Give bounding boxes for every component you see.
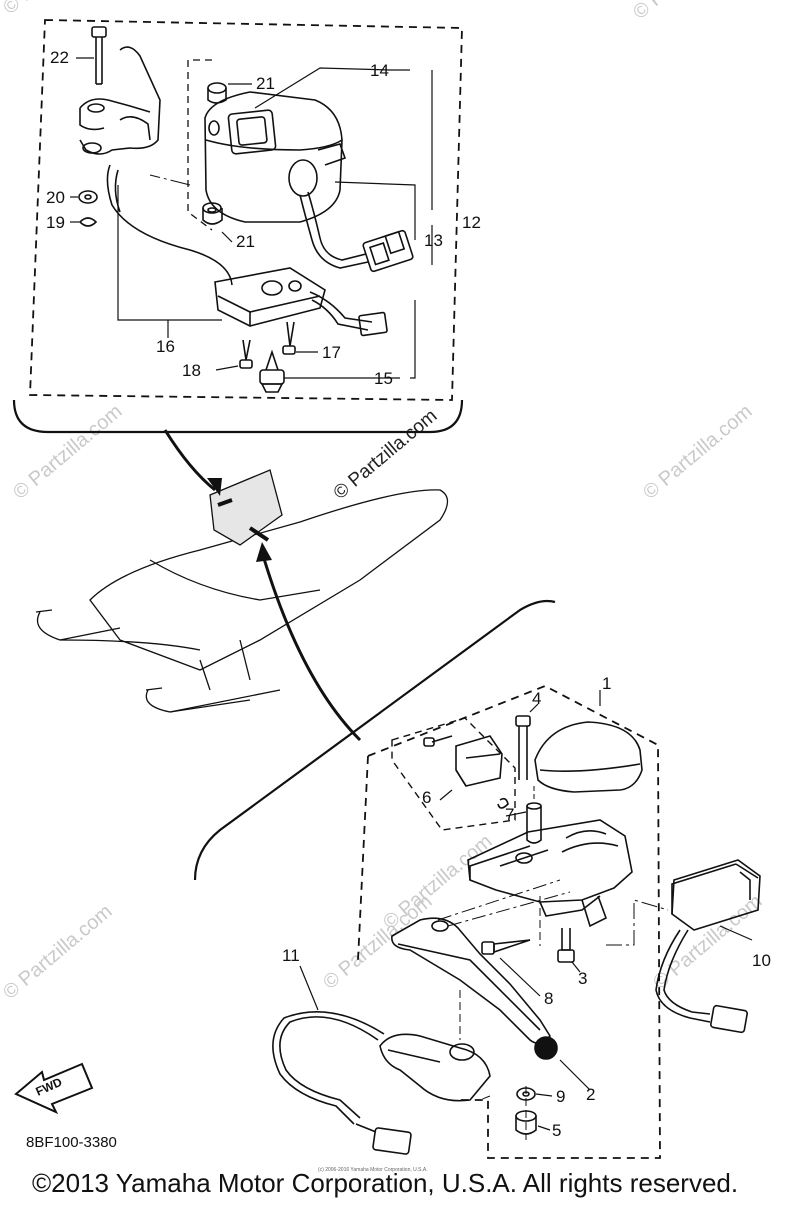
callout-18: 18 [182, 361, 201, 380]
sensor-11 [272, 1010, 491, 1155]
lever-assembly-1 [14, 685, 761, 1159]
washer-9 [516, 1087, 536, 1101]
callout-8: 8 [544, 989, 553, 1008]
callout-2: 2 [586, 1085, 595, 1104]
callout-19: 19 [46, 213, 65, 232]
callout-20: 20 [46, 188, 65, 207]
brake-lever-2 [391, 917, 558, 1060]
callout-14: 14 [370, 61, 389, 80]
detail-bracket [193, 599, 556, 881]
small-copyright: (c) 2006-2016 Yamaha Motor Corporation, … [318, 1167, 428, 1173]
callout-15: 15 [374, 369, 393, 388]
collar-7 [526, 802, 542, 844]
callout-11: 11 [282, 946, 300, 965]
watermark: © Partzilla.com [0, 0, 116, 19]
screw-8 [481, 939, 531, 955]
arrow-head [256, 542, 272, 562]
bolt-3 [557, 928, 575, 963]
switch-housing-14 [204, 91, 369, 269]
snowmobile-illustration [35, 469, 449, 713]
callout-17: 17 [322, 343, 341, 362]
watermark: © Partzilla.com [0, 900, 116, 1003]
assembly-frame [357, 685, 661, 1159]
copyright-notice: ©2013 Yamaha Motor Corporation, U.S.A. A… [32, 1168, 738, 1198]
handlebar-bracket [79, 46, 233, 286]
fwd-arrow-icon [14, 1062, 94, 1115]
lever-holder [467, 819, 633, 928]
nut-5 [515, 1110, 537, 1135]
screw-15 [259, 349, 285, 393]
callout-21: 21 [256, 74, 275, 93]
watermark-layer: © Partzilla.com © Partzilla.com © Partzi… [0, 0, 766, 1004]
connector-13 [362, 229, 414, 273]
callout-10: 10 [752, 951, 771, 970]
arrow-head [207, 478, 222, 496]
switch-6 [455, 735, 503, 787]
callout-1: 1 [602, 674, 611, 693]
callout-7: 7 [505, 805, 514, 824]
assembly-frame [29, 19, 463, 401]
callout-labels: 22 21 14 20 19 21 13 12 16 17 18 15 1 4 … [46, 48, 771, 1140]
callout-4: 4 [532, 689, 541, 708]
detail-bracket [12, 399, 464, 434]
screw-17 [282, 321, 296, 355]
bolt-4 [515, 715, 531, 780]
location-arrows [163, 429, 362, 742]
callout-3: 3 [578, 969, 587, 988]
callout-5: 5 [552, 1121, 561, 1140]
lever-cover [534, 721, 643, 793]
diagram-code: 8BF100-3380 [26, 1134, 117, 1151]
switch-base-16 [214, 267, 388, 337]
screw-18 [239, 339, 253, 369]
switch-assembly-12 [12, 19, 464, 434]
bolt-22 [91, 26, 107, 85]
callout-21: 21 [236, 232, 255, 251]
screw-6 [423, 735, 453, 747]
watermark: © Partzilla.com [639, 400, 756, 503]
fwd-label: FWD [34, 1075, 65, 1099]
watermark: © Partzilla.com [330, 405, 442, 503]
watermark: © Partzilla.com [9, 400, 126, 503]
spring-6 [497, 797, 509, 809]
callout-22: 22 [50, 48, 69, 67]
callout-9: 9 [556, 1087, 565, 1106]
nut-21-bottom [202, 202, 223, 225]
callout-13: 13 [424, 231, 443, 250]
switch-10 [655, 859, 761, 1034]
callout-16: 16 [156, 337, 175, 356]
callout-12: 12 [462, 213, 481, 232]
watermark: © Partzilla.com [629, 0, 746, 24]
callout-6: 6 [422, 788, 431, 807]
lock-washer-19 [78, 217, 98, 227]
washer-20 [78, 190, 98, 204]
